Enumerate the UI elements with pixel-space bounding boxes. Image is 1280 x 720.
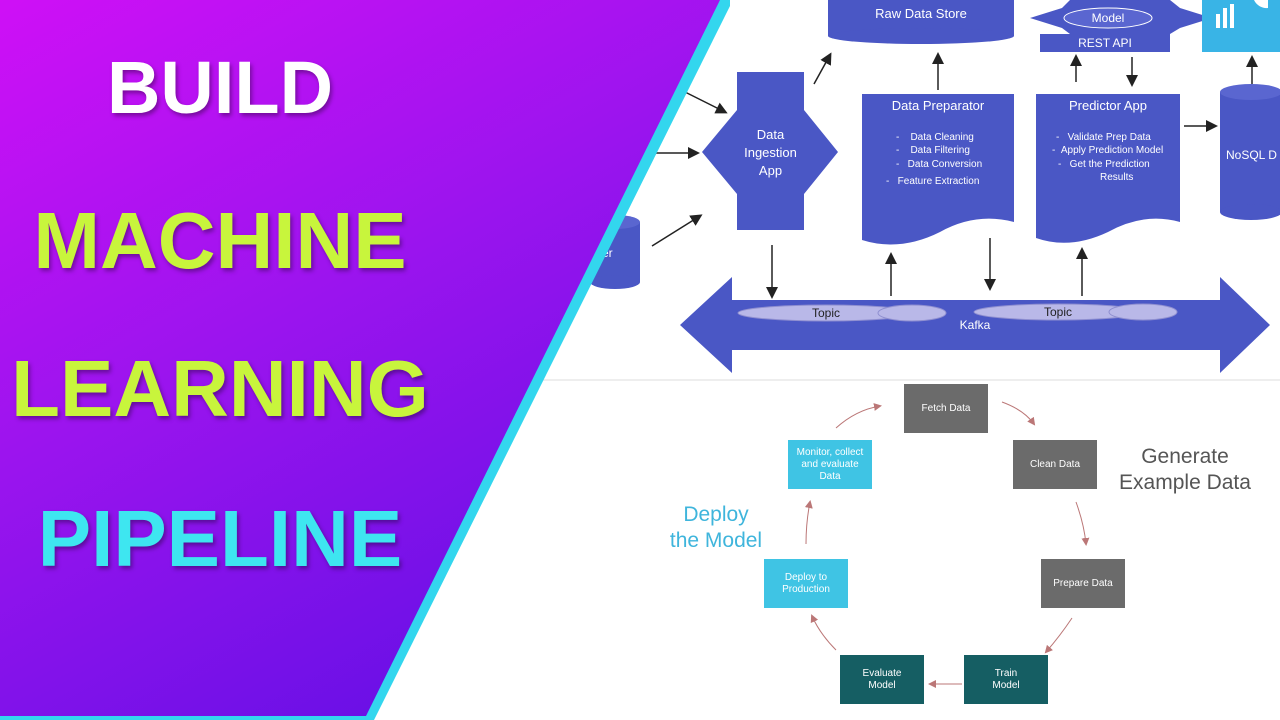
- train-model-box: Train Model: [964, 655, 1048, 704]
- evaluate-model-line: Model: [868, 679, 896, 691]
- ingestion-app-shape: [702, 72, 838, 230]
- prepare-data-label: Prepare Data: [1053, 577, 1113, 589]
- rest-api-label: REST API: [1078, 36, 1132, 50]
- generate-example-data-label: Generate Example Data: [1110, 444, 1260, 496]
- generate-line: Example Data: [1119, 471, 1251, 494]
- clean-data-label: Clean Data: [1029, 458, 1081, 470]
- title-machine: MACHINE: [33, 196, 407, 285]
- title-build: BUILD: [106, 46, 334, 129]
- predictor-item: - Get the Prediction: [1058, 159, 1150, 170]
- ingestion-line: App: [758, 163, 783, 178]
- monitor-data-box: Monitor, collect and evaluate Data: [788, 440, 872, 489]
- topic-label-2: Topic: [1043, 305, 1072, 319]
- deploy-the-model-label: Deploy the Model: [656, 502, 776, 554]
- evaluate-model-line: Evaluate: [862, 667, 902, 679]
- fetch-data-label: Fetch Data: [921, 402, 971, 414]
- fetch-data-box: Fetch Data: [904, 384, 988, 433]
- title-pipeline: PIPELINE: [37, 494, 403, 583]
- predictor-item: - Apply Prediction Model: [1052, 145, 1164, 156]
- raw-data-store-label: Raw Data Store: [875, 6, 967, 21]
- train-model-line: Train: [994, 667, 1018, 679]
- deploy-production-line: Deploy to: [784, 571, 828, 583]
- ingestion-line: Ingestion: [744, 145, 797, 160]
- model-label: Model: [1091, 11, 1125, 25]
- preparator-item: - Feature Extraction: [886, 176, 980, 187]
- predictor-title: Predictor App: [1068, 98, 1148, 113]
- generate-line: Generate: [1141, 445, 1229, 468]
- train-model-line: Model: [992, 679, 1020, 691]
- title-learning: LEARNING: [11, 344, 429, 433]
- topic-label-1: Topic: [811, 306, 840, 320]
- preparator-item: - Data Filtering: [896, 145, 970, 156]
- predictor-item: - Validate Prep Data: [1056, 132, 1151, 143]
- predictor-shape: [1036, 94, 1180, 243]
- preparator-title: Data Preparator: [891, 98, 985, 113]
- monitor-data-line: Data: [819, 470, 841, 482]
- monitor-data-line: Monitor, collect: [796, 446, 864, 458]
- clean-data-box: Clean Data: [1013, 440, 1097, 489]
- kafka-label: Kafka: [959, 318, 991, 332]
- prepare-data-box: Prepare Data: [1041, 559, 1125, 608]
- ingestion-app-label: Data Ingestion App: [737, 126, 804, 180]
- nosql-label: NoSQL D: [1226, 148, 1277, 162]
- predictor-item: Results: [1100, 172, 1134, 183]
- evaluate-model-box: Evaluate Model: [840, 655, 924, 704]
- ingestion-line: Data: [756, 127, 785, 142]
- preparator-item: - Data Cleaning: [896, 132, 974, 143]
- deploy-production-box: Deploy to Production: [764, 559, 848, 608]
- monitor-data-line: and evaluate: [801, 458, 859, 470]
- deploy-production-line: Production: [782, 583, 830, 595]
- server-label: rver: [592, 246, 613, 260]
- kafka-bus: [680, 277, 1270, 373]
- deploy-line: Deploy: [683, 503, 749, 526]
- deploy-line: the Model: [669, 529, 763, 552]
- preparator-shape: [862, 94, 1014, 245]
- preparator-item: - Data Conversion: [896, 159, 983, 170]
